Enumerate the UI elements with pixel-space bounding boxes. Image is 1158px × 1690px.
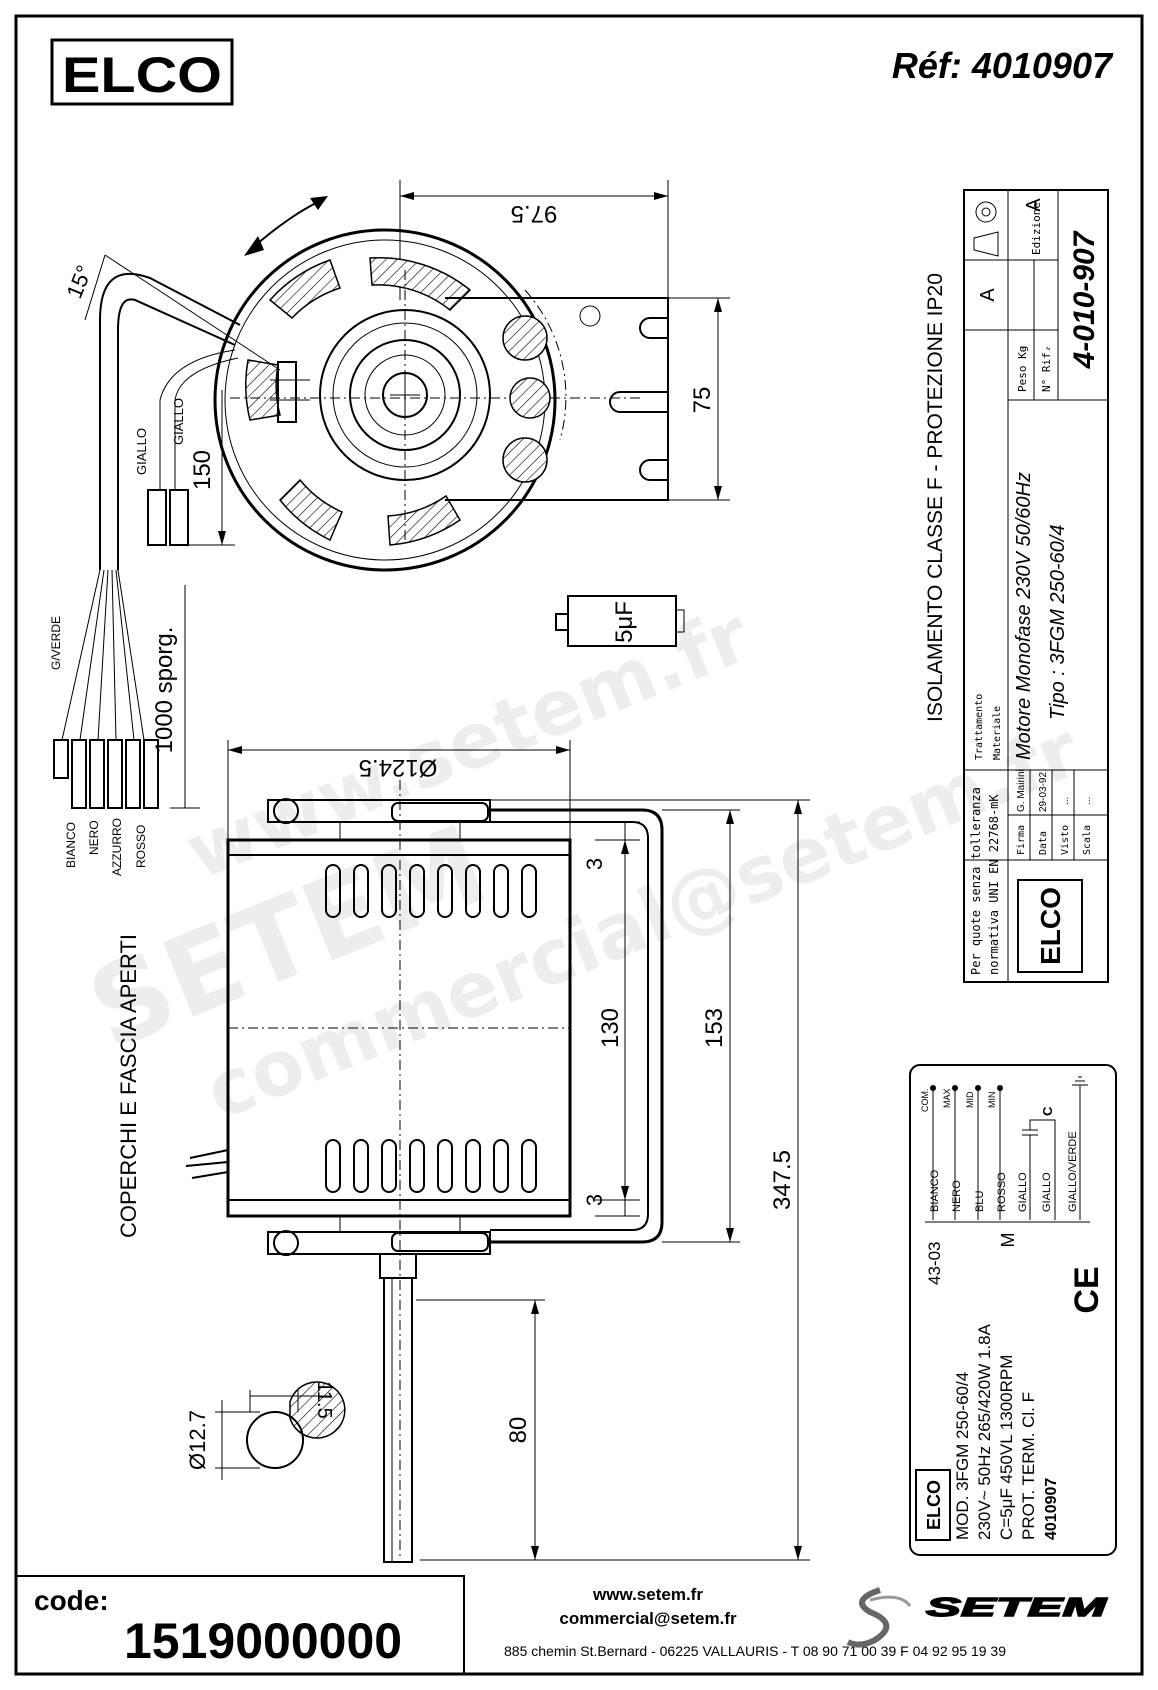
code-value: 1519000000 (124, 1613, 402, 1669)
terminal-max: MAX (942, 1088, 952, 1108)
wire-giallo-1: GIALLO (134, 428, 149, 475)
note-insulation: ISOLAMENTO CLASSE F - PROTEZIONE IP20 (924, 273, 947, 722)
plate-logo: ELCO (915, 1469, 951, 1541)
terminal-min: MIN (987, 1092, 997, 1109)
checked-label: Visto (1060, 825, 1071, 855)
code-label: code: (34, 1585, 109, 1616)
tolerance-line-1: Per quote senza tolleranza (969, 787, 983, 975)
wiring-diagram: COM. MAX MID MIN C BIANCO NERO BLU ROSSO… (920, 1076, 1090, 1248)
sheet-frame (14, 14, 1144, 1676)
material-label: Materiale (992, 706, 1003, 760)
dim-153: 153 (701, 1008, 728, 1048)
setem-logo: SETEM (846, 1587, 1109, 1648)
wire-earth: G/VERDE (49, 616, 63, 670)
signature-label: Firma (1016, 825, 1027, 855)
wire-nero: NERO (87, 820, 101, 855)
edition-label: Edizione (1030, 202, 1043, 255)
footer-web: www.setem.fr (592, 1585, 703, 1604)
motor-description: Motore Monofase 230V 50/60Hz (1013, 472, 1035, 760)
date-label: Data (1038, 831, 1049, 855)
weight-value: - (1017, 346, 1029, 350)
plate-wire-earth: GIALLO/VERDE (1067, 1131, 1079, 1212)
date-value: 29-03-92 (1038, 772, 1049, 812)
projection-symbol-icon (973, 201, 999, 257)
title-block-logo-text: ELCO (1035, 887, 1066, 965)
rating-plate: 43-03 ELCO MOD. 3FGM 250-60/4 230V~ 50Hz… (909, 1064, 1117, 1556)
dim-gap-bottom: 3 (582, 1194, 607, 1206)
plate-code: 43-03 (925, 1242, 944, 1285)
motor-symbol-icon: M (998, 1233, 1018, 1248)
footer-address: 885 chemin St.Bernard - 06225 VALLAURIS … (504, 1643, 1006, 1659)
dim-130: 130 (597, 1008, 624, 1048)
ce-mark-icon: CE (1068, 1266, 1106, 1313)
plate-wire-nero: NERO (951, 1180, 963, 1212)
scale-value: ... (1082, 797, 1093, 805)
ref-value: - (1041, 346, 1053, 350)
wire-rosso: ROSSO (134, 825, 148, 868)
logo-text: ELCO (62, 47, 222, 103)
terminal-com: COM. (920, 1089, 930, 1113)
plate-line-4: 4010907 (1043, 1478, 1060, 1540)
plate-line-3: PROT. TERM. Cl. F (1019, 1392, 1038, 1540)
plate-wire-bianco: BIANCO (929, 1169, 941, 1212)
dim-shaft-flat: 11.5 (313, 1381, 335, 1418)
dim-150: 150 (189, 450, 216, 490)
plate-model: MOD. 3FGM 250-60/4 (953, 1372, 972, 1540)
ref-label: N° Rif. (1040, 346, 1053, 392)
plate-wire-blu: BLU (974, 1191, 986, 1212)
signature-value: G. Mairini (1016, 769, 1027, 812)
cap-label: C (1040, 1106, 1055, 1116)
vent-slots-upper (325, 864, 537, 918)
drawing-number: 4-010-907 (1068, 230, 1101, 369)
title-block-logo: ELCO (1017, 879, 1083, 973)
motor-side-view: Ø124.5 (116, 740, 810, 1563)
wire-bianco: BIANCO (64, 822, 78, 868)
plate-wire-rosso: ROSSO (996, 1172, 1008, 1212)
dim-shaft-diameter: Ø12.7 (185, 1410, 210, 1470)
capacitor-label: 5μF (611, 601, 638, 643)
edition-value: A (1023, 198, 1045, 212)
dim-angle-15: 15° (61, 262, 97, 302)
plate-wire-giallo-1: GIALLO (1017, 1172, 1029, 1212)
capacitor: 5μF (555, 595, 685, 647)
wire-giallo-2: GIALLO (171, 398, 186, 445)
motor-type: Tipo : 3FGM 250-60/4 (1047, 525, 1069, 720)
reference-number: Réf: 4010907 (892, 45, 1114, 86)
terminal-mid: MID (965, 1091, 975, 1108)
shaft-section: Ø12.7 11.5 (185, 1381, 346, 1480)
plate-wire-giallo-2: GIALLO (1041, 1172, 1053, 1212)
dim-75: 75 (689, 387, 716, 414)
elco-logo: ELCO (50, 38, 234, 106)
weight-label: Peso Kg (1016, 346, 1029, 392)
dim-1000: 1000 sporg. (151, 627, 178, 754)
setem-brand-text: SETEM (926, 1592, 1109, 1622)
plate-line-2: C=5μF 450VL 1300RPM (997, 1355, 1016, 1540)
revision-letter: A (977, 288, 999, 302)
footer: code: 1519000000 www.setem.fr commercial… (15, 1575, 1109, 1675)
dim-80: 80 (505, 1417, 532, 1444)
dim-gap-top: 3 (582, 858, 607, 870)
scale-label: Scala (1082, 825, 1093, 855)
title-block: ISOLAMENTO CLASSE F - PROTEZIONE IP20 A … (924, 189, 1109, 983)
wire-azzurro: AZZURRO (110, 818, 124, 876)
tolerance-line-2: normativa UNI EN 22768-mK (987, 794, 1001, 975)
plate-logo-text: ELCO (924, 1480, 944, 1530)
dim-diameter-124-5: Ø124.5 (359, 754, 438, 781)
footer-email: commercial@setem.fr (559, 1609, 737, 1628)
plate-line-1: 230V~ 50Hz 265/420W 1.8A (975, 1323, 994, 1540)
vent-slots-lower (325, 1139, 537, 1193)
checked-value: ... (1060, 797, 1071, 805)
note-covers: COPERCHI E FASCIA APERTI (116, 934, 141, 1238)
dim-347-5: 347.5 (769, 1150, 796, 1210)
treatment-label: Trattamento (974, 694, 985, 760)
dim-97-5: 97.5 (511, 200, 558, 227)
